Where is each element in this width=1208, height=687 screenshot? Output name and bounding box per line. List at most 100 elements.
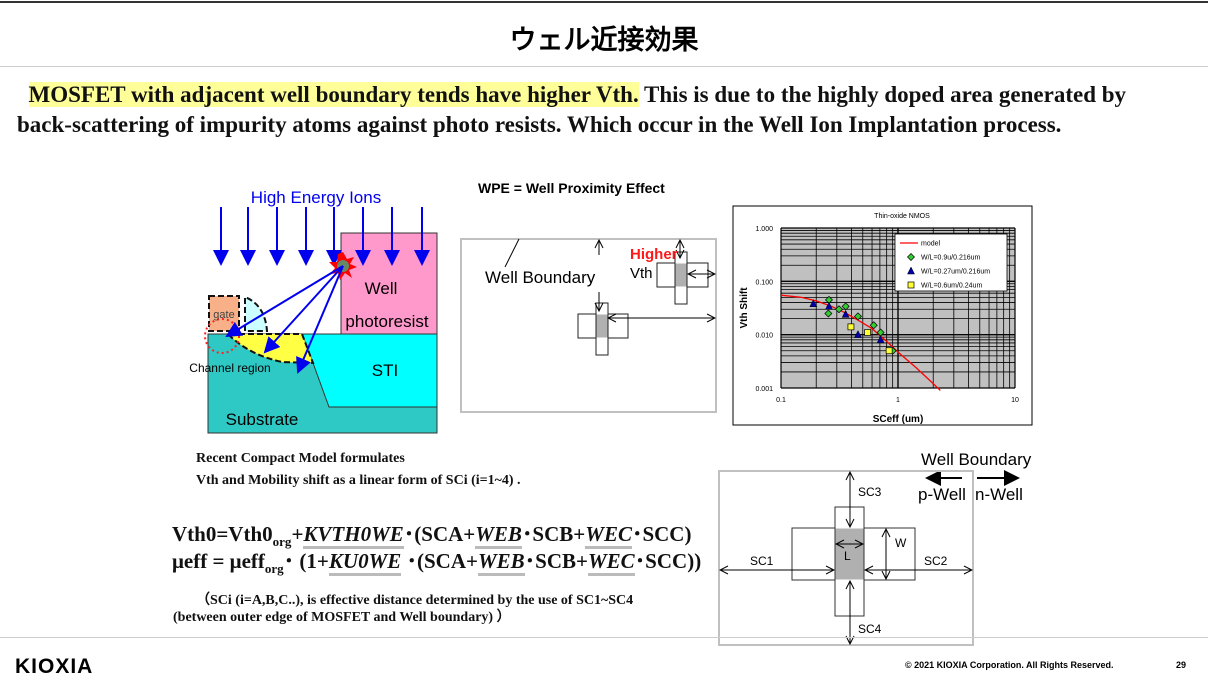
data-point [854, 330, 862, 338]
note-line-2: (between outer edge of MOSFET and Well b… [173, 610, 511, 625]
data-point [841, 309, 850, 318]
tick-labels: 0.1 1 10 1.000 0.100 0.010 0.001 [755, 226, 1019, 404]
f1-part: ･(SCA+ [403, 522, 476, 546]
y-tick-label: 0.010 [755, 333, 773, 340]
legend-swatch [907, 253, 915, 261]
wec-param: WEC [588, 549, 635, 576]
boundary-pointer [504, 238, 520, 268]
channel [835, 528, 864, 580]
sc1-label: SC1 [750, 554, 774, 568]
n-well-label: n-Well [975, 485, 1023, 504]
y-tick-label: 0.100 [755, 279, 773, 286]
wec-param: WEC [585, 522, 632, 549]
photoresist-label: photoresist [345, 312, 428, 331]
ion-implantation-diagram: High Energy Ions Well photoresist gate C… [189, 188, 438, 434]
kvth0we-param: KVTH0WE [303, 522, 404, 549]
intro-rest: This is due to the highly doped area gen… [17, 82, 1127, 137]
formula-intro-1: Recent Compact Model formulates [196, 451, 405, 466]
f1-part: Vth0=Vth0 [172, 522, 273, 546]
ion-arrows [213, 207, 430, 266]
l-label: L [844, 549, 851, 563]
scatter-arrow [225, 265, 344, 338]
f1-part: ･SCB+ [521, 522, 586, 546]
scatter-arrow [296, 265, 344, 374]
sti-label: STI [372, 361, 398, 380]
chart-marks [780, 294, 941, 391]
data-point [824, 309, 833, 318]
sc4-label: SC4 [858, 622, 882, 636]
web-param: WEB [477, 549, 525, 576]
wpe-title: WPE = Well Proximity Effect [478, 180, 665, 196]
f2-sub: org [264, 561, 284, 577]
well-boundary-label: Well Boundary [485, 268, 596, 287]
legend-label: model [921, 241, 941, 248]
sc-diagram: Well Boundary p-Well n-Well SC3 SC4 SC1 … [718, 450, 1032, 646]
legend: modelW/L=0.9u/0.216umW/L=0.27um/0.216umW… [894, 233, 1008, 292]
f1-part: ･SCC) [631, 522, 692, 546]
data-point [847, 323, 855, 331]
chart-title: Thin-oxide NMOS [874, 213, 930, 220]
p-well-label: p-Well [918, 485, 966, 504]
substrate-label: Substrate [226, 410, 299, 429]
y-tick-label: 0.001 [755, 386, 773, 393]
formula-intro-2: Vth and Mobility shift as a linear form … [196, 473, 521, 488]
gate-label: gate [213, 309, 234, 321]
legend-label: W/L=0.6um/0.24um [921, 283, 982, 290]
data-point [834, 305, 843, 314]
data-point [869, 321, 878, 330]
intro-paragraph: MOSFET with adjacent well boundary tends… [17, 80, 1137, 140]
x-axis-label: SCeff (um) [873, 414, 924, 425]
f2-part: ･(SCA+ [401, 549, 478, 573]
w-label: W [895, 536, 907, 550]
vth-shift-chart: Thin-oxide NMOS 0.1 1 10 1.000 0.100 0.010 0.0… [732, 205, 1033, 426]
x-tick-label: 0.1 [776, 397, 786, 404]
y-axis-label: Vth Shift [739, 287, 750, 329]
footer-divider [0, 637, 1208, 638]
well-label: Well [365, 279, 398, 298]
mueff-formula: μeff = μefforg･ (1+KU0WE ･(SCA+WEB･SCB+W… [172, 545, 701, 577]
channel-near [675, 263, 687, 287]
data-point [864, 329, 871, 336]
web-param: WEB [475, 522, 522, 549]
ku0we-param: KU0WE [328, 549, 402, 576]
f2-part: μeff = μeff [172, 549, 265, 573]
legend-swatch [907, 281, 915, 289]
ions-label: High Energy Ions [251, 188, 381, 207]
data-point [841, 302, 850, 311]
f2-part: ･SCB+ [524, 549, 588, 573]
slide-title: ウェル近接効果 [509, 25, 699, 56]
channel-far [596, 314, 608, 338]
scatter-arrow [263, 265, 344, 354]
y-tick-label: 1.000 [755, 226, 773, 233]
highlighted-sentence: MOSFET with adjacent well boundary tends… [28, 82, 639, 107]
data-point [876, 335, 885, 344]
legend-swatch [907, 266, 915, 275]
x-tick-label: 1 [896, 397, 900, 404]
legend-label: W/L=0.27um/0.216um [921, 269, 990, 276]
copyright: © 2021 KIOXIA Corporation. All Rights Re… [905, 660, 1114, 670]
data-point [809, 299, 818, 307]
f1-sub: org [272, 534, 292, 550]
data-point [825, 301, 833, 310]
vth-label: Vth [630, 265, 653, 282]
title-divider [0, 66, 1208, 67]
kioxia-logo: KIOXIA [15, 655, 94, 678]
legend-label: W/L=0.9u/0.216um [921, 255, 981, 262]
f2-part: ･SCC)) [634, 549, 702, 573]
vth0-formula: Vth0=Vth0org+KVTH0WE･(SCA+WEB･SCB+WEC･SC… [172, 518, 691, 550]
higher-label: Higher [630, 246, 678, 263]
top-rule [0, 1, 1208, 3]
x-tick-label: 10 [1011, 397, 1019, 404]
data-point [885, 347, 893, 355]
data-point [853, 312, 862, 321]
note-line-1: （SCi (i=A,B,C..), is effective distance … [196, 593, 634, 608]
page-number: 29 [1176, 660, 1187, 670]
channel-label: Channel region [189, 361, 270, 375]
sc2-label: SC2 [924, 554, 948, 568]
sc3-label: SC3 [858, 485, 882, 499]
sc-well-boundary-label: Well Boundary [921, 450, 1032, 469]
f2-part: ･ (1+ [283, 549, 329, 573]
wpe-diagram: WPE = Well Proximity Effect Well Boundar… [460, 180, 717, 413]
